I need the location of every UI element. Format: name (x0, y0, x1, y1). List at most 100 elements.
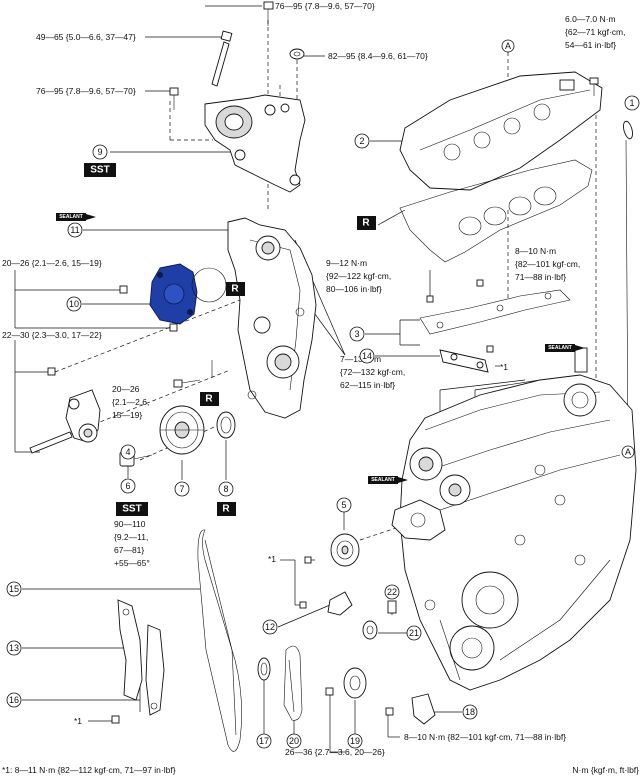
torque-90-line2: {9.2—11, (114, 532, 148, 542)
callout-3: 3 (349, 326, 365, 342)
sprocket-small (362, 620, 378, 640)
torque-9-line3: 80—106 in·lbf} (326, 284, 382, 294)
torque-8-line3: 71—88 in·lbf} (515, 272, 566, 282)
r-tag-oring-text: R (231, 284, 239, 295)
callout-18-text: 18 (465, 707, 475, 717)
oil-pump-chain-tensioner (385, 693, 436, 725)
torque-22: 22—30 {2.3—3.0, 17—22} (2, 330, 102, 340)
o-ring (191, 267, 227, 303)
sealant-tag-14-text: SEALANT (548, 345, 572, 351)
marker-star1-b: *1 (500, 362, 508, 372)
callout-12-text: 12 (265, 622, 275, 632)
a-marker-bottom: A (621, 445, 635, 459)
sealant-tag-engine-text: SEALANT (371, 477, 395, 483)
sealant-tag-14: SEALANT (545, 344, 585, 352)
sst-tag-top: SST (84, 163, 116, 177)
cylinder-head-cover (399, 71, 603, 191)
callout-16: 16 (6, 692, 22, 708)
front-oil-seal (216, 411, 236, 439)
callout-21: 21 (406, 625, 422, 641)
callout-5-text: 5 (341, 500, 346, 510)
sst-tag-top-text: SST (90, 165, 109, 176)
callout-1: 1 (624, 95, 640, 111)
bolt-20-26 (173, 379, 201, 388)
engine-assembly (399, 347, 637, 691)
sst-tag-bottom: SST (116, 502, 148, 516)
callout-22-text: 22 (387, 587, 397, 597)
callout-10: 10 (66, 296, 82, 312)
callout-6-text: 6 (125, 481, 130, 491)
torque-20b-line2: {2.1—2.6, (112, 397, 149, 407)
callout-8: 8 (218, 481, 234, 497)
torque-6-line1: 6.0—7.0 N·m (565, 14, 616, 24)
callout-15-text: 15 (9, 584, 19, 594)
bolt-pump-lower (169, 323, 178, 332)
callout-21-text: 21 (409, 628, 419, 638)
callout-15: 15 (6, 581, 22, 597)
harness-bracket (419, 279, 571, 353)
callout-2: 2 (354, 133, 370, 149)
callout-13-text: 13 (9, 643, 19, 653)
head-cover-gasket (399, 159, 593, 263)
bolt-6-7 (589, 77, 599, 96)
oil-pump-sprocket (325, 667, 367, 699)
r-tag-oring: R (226, 282, 245, 296)
callout-8-text: 8 (223, 484, 228, 494)
water-pump (391, 499, 446, 541)
callout-2-text: 2 (359, 136, 364, 146)
callout-11: 11 (67, 222, 83, 238)
callout-14-text: 14 (362, 351, 372, 361)
callout-17: 17 (256, 733, 272, 749)
callout-1-text: 1 (629, 98, 634, 108)
callout-13: 13 (6, 640, 22, 656)
callout-10-text: 10 (69, 299, 79, 309)
torque-7-line2: {72—132 kgf·cm, (340, 367, 405, 377)
callout-11-text: 11 (70, 225, 79, 235)
bolt-49 (211, 30, 233, 87)
parts (29, 1, 637, 752)
callout-20: 20 (286, 733, 302, 749)
nut-82 (289, 48, 305, 60)
water-pump-pulley (330, 533, 360, 567)
crankshaft-sprocket (257, 657, 271, 681)
footnote: *1: 8—11 N·m {82—112 kgf·cm, 71—97 in·lb… (2, 765, 176, 775)
callout-9-text: 9 (97, 147, 102, 157)
bolt-76 (169, 87, 179, 110)
vacuum-pump-blue (149, 263, 198, 325)
torque-bottom-8: 8—10 N·m {82—101 kgf·cm, 71—88 in·lbf} (404, 732, 566, 742)
callout-4-text: 4 (125, 447, 130, 457)
bolt-top (263, 1, 274, 26)
torque-20a: 20—26 {2.1—2.6, 15—19} (2, 258, 102, 268)
torque-9-line2: {92—122 kgf·cm, (326, 271, 391, 281)
r-tag-gasket: R (357, 216, 376, 230)
a-marker-top-text: A (505, 41, 511, 51)
torque-6-line3: 54—61 in·lbf} (565, 40, 616, 50)
marker-star1-c: *1 (74, 716, 82, 726)
callout-12: 12 (262, 619, 278, 635)
r-tag-7: R (200, 392, 219, 406)
chain-tensioner-auto (29, 367, 101, 454)
a-marker-top: A (501, 39, 515, 53)
callout-19-text: 19 (350, 736, 360, 746)
engine-mount-bracket (204, 94, 306, 193)
torque-8-line1: 8—10 N·m (515, 246, 556, 256)
callout-3-text: 3 (354, 329, 359, 339)
sst-tag-bottom-text: SST (122, 504, 141, 515)
callout-18: 18 (462, 704, 478, 720)
callout-14: 14 (359, 348, 375, 364)
callout-5: 5 (336, 497, 352, 513)
woodruff-key (387, 600, 397, 614)
callout-20-text: 20 (289, 736, 299, 746)
torque-90-line1: 90—110 (114, 519, 146, 529)
tensioner-arm (111, 624, 165, 724)
torque-49: 49—65 {5.0—6.6, 37—47} (36, 32, 136, 42)
r-tag-8: R (217, 502, 236, 516)
torque-top: 76—95 {7.8—9.6, 57—70} (275, 1, 375, 11)
callout-6: 6 (120, 478, 136, 494)
callout-16-text: 16 (9, 695, 19, 705)
sealant-tag-engine: SEALANT (368, 476, 408, 484)
torque-90-line3: 67—81} (114, 545, 144, 555)
timing-chain-cover (227, 217, 317, 419)
sealant-tag-11: SEALANT (56, 213, 96, 221)
